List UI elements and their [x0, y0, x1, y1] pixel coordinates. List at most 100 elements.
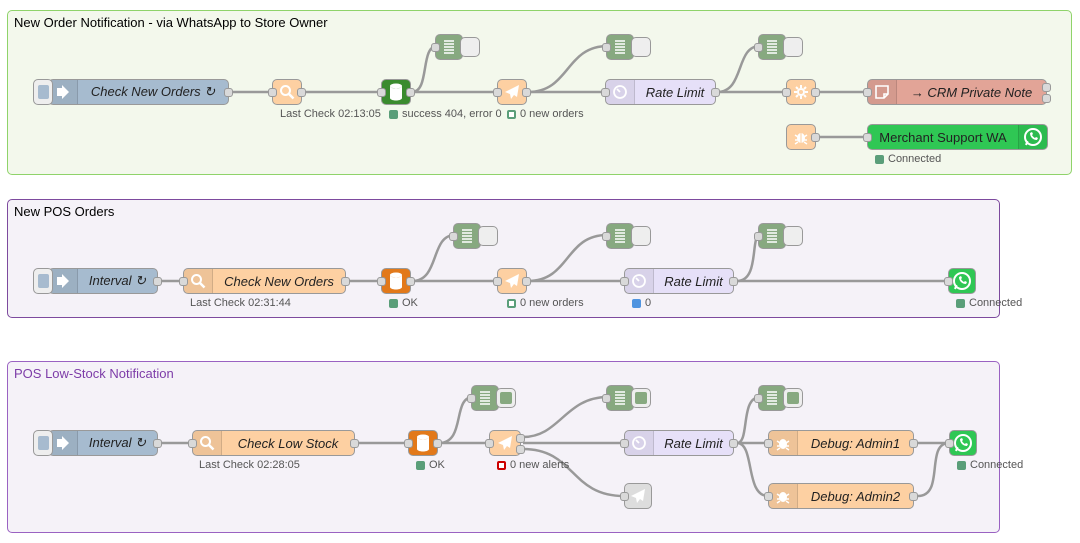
output-port[interactable] — [729, 277, 738, 286]
output-port[interactable] — [406, 88, 415, 97]
input-port[interactable] — [863, 88, 872, 97]
output-port[interactable] — [811, 88, 820, 97]
input-port[interactable] — [863, 133, 872, 142]
inject-trigger-button[interactable] — [33, 268, 53, 294]
debug-toggle-button[interactable] — [783, 388, 803, 408]
debug-node[interactable] — [754, 385, 803, 411]
output-port[interactable] — [224, 88, 233, 97]
whatsapp-node[interactable] — [945, 430, 977, 456]
input-port[interactable] — [620, 492, 629, 501]
input-port[interactable] — [493, 88, 502, 97]
http-request-node[interactable] — [268, 79, 306, 105]
output-port[interactable] — [406, 277, 415, 286]
rate-limit-node[interactable]: Rate Limit — [620, 268, 738, 294]
output-port[interactable] — [297, 88, 306, 97]
output-port[interactable] — [522, 88, 531, 97]
input-port[interactable] — [620, 277, 629, 286]
output-port[interactable] — [729, 439, 738, 448]
output-port[interactable] — [153, 439, 162, 448]
debug-node[interactable] — [467, 385, 516, 411]
output-port[interactable] — [711, 88, 720, 97]
debug-toggle-button[interactable] — [460, 37, 480, 57]
debug-toggle-button[interactable] — [631, 226, 651, 246]
input-port[interactable] — [602, 394, 611, 403]
debug-toggle-button[interactable] — [478, 226, 498, 246]
output-port[interactable] — [909, 439, 918, 448]
input-port[interactable] — [782, 88, 791, 97]
debug-admin2-node[interactable]: Debug: Admin2 — [764, 483, 918, 509]
input-port[interactable] — [377, 88, 386, 97]
change-node[interactable] — [782, 79, 820, 105]
whatsapp-merchant-support-node[interactable]: Merchant Support WA — [863, 124, 1048, 150]
output-port[interactable] — [516, 445, 525, 454]
input-port[interactable] — [764, 439, 773, 448]
input-port[interactable] — [377, 277, 386, 286]
input-port[interactable] — [404, 439, 413, 448]
debug-toggle-button[interactable] — [783, 226, 803, 246]
debug-node[interactable] — [602, 385, 651, 411]
debug-node[interactable] — [449, 223, 498, 249]
output-port[interactable] — [433, 439, 442, 448]
rate-limit-node[interactable]: Rate Limit — [601, 79, 720, 105]
debug-node[interactable] — [754, 223, 803, 249]
output-port[interactable] — [153, 277, 162, 286]
input-port[interactable] — [620, 439, 629, 448]
input-port[interactable] — [467, 394, 476, 403]
node-label: Debug: Admin1 — [810, 435, 901, 451]
inject-interval[interactable]: Interval ↻ — [33, 268, 162, 294]
output-port[interactable] — [1042, 83, 1051, 92]
input-port[interactable] — [449, 232, 458, 241]
debug-node[interactable] — [754, 34, 803, 60]
input-port[interactable] — [268, 88, 277, 97]
database-status: OK — [416, 459, 445, 471]
debug-node[interactable] — [602, 34, 651, 60]
input-port[interactable] — [188, 439, 197, 448]
input-port[interactable] — [764, 492, 773, 501]
output-port[interactable] — [1042, 94, 1051, 103]
debug-toggle-button[interactable] — [496, 388, 516, 408]
database-node[interactable] — [377, 268, 415, 294]
inject-check-new-orders[interactable]: Check New Orders ↻ — [33, 79, 233, 105]
debug-node[interactable] — [602, 223, 651, 249]
input-port[interactable] — [754, 43, 763, 52]
database-node[interactable] — [377, 79, 415, 105]
input-port[interactable] — [602, 43, 611, 52]
function-check-new-orders[interactable]: Check New Orders — [179, 268, 350, 294]
debug-toggle-button[interactable] — [783, 37, 803, 57]
function-check-low-stock[interactable]: Check Low Stock — [188, 430, 359, 456]
inject-interval[interactable]: Interval ↻ — [33, 430, 162, 456]
link-out-node[interactable] — [620, 483, 652, 509]
inject-trigger-button[interactable] — [33, 430, 53, 456]
switch-node[interactable] — [493, 268, 531, 294]
output-port[interactable] — [350, 439, 359, 448]
inject-trigger-button[interactable] — [33, 79, 53, 105]
crm-private-note-node[interactable]: → CRM Private Note — [863, 79, 1051, 105]
output-port[interactable] — [811, 133, 820, 142]
input-port[interactable] — [601, 88, 610, 97]
debug-toggle-button[interactable] — [631, 37, 651, 57]
debug-toggle-button[interactable] — [631, 388, 651, 408]
input-port[interactable] — [945, 439, 954, 448]
input-port[interactable] — [431, 43, 440, 52]
whatsapp-node[interactable] — [944, 268, 976, 294]
input-port[interactable] — [179, 277, 188, 286]
input-port[interactable] — [754, 394, 763, 403]
input-port[interactable] — [493, 277, 502, 286]
database-node[interactable] — [404, 430, 442, 456]
input-port[interactable] — [485, 439, 494, 448]
output-port[interactable] — [516, 434, 525, 443]
gear-icon — [787, 80, 815, 104]
catch-node[interactable] — [786, 124, 820, 150]
output-port[interactable] — [909, 492, 918, 501]
input-port[interactable] — [754, 232, 763, 241]
switch-node[interactable] — [493, 79, 531, 105]
output-port[interactable] — [522, 277, 531, 286]
input-port[interactable] — [944, 277, 953, 286]
output-port[interactable] — [341, 277, 350, 286]
group-new-pos-orders[interactable]: New POS Orders — [7, 199, 1000, 318]
switch-node[interactable] — [485, 430, 525, 456]
debug-admin1-node[interactable]: Debug: Admin1 — [764, 430, 918, 456]
input-port[interactable] — [602, 232, 611, 241]
rate-limit-node[interactable]: Rate Limit — [620, 430, 738, 456]
debug-node[interactable] — [431, 34, 480, 60]
